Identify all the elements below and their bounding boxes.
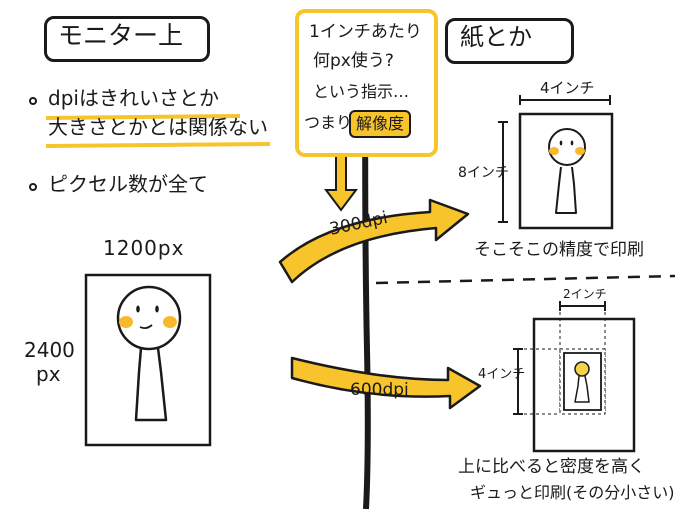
paper-title: 紙とか — [460, 23, 532, 51]
arrow-300dpi — [278, 198, 470, 284]
paper-300-width: 4インチ — [540, 79, 595, 97]
callout-arrow — [324, 149, 358, 212]
monitor-height-label-2: px — [36, 362, 61, 386]
paper-600-caption-2: ギュっと印刷(その分小さい) — [470, 483, 675, 502]
bullet-dot-2 — [29, 183, 37, 191]
center-note-line3: という指示… — [313, 82, 410, 101]
underline-2 — [45, 142, 271, 148]
bullet-dot-1 — [29, 97, 37, 105]
center-note-highlight: 解像度 — [349, 110, 412, 138]
paper-600-caption-1: 上に比べると密度を高く — [458, 457, 645, 477]
center-note-line4-prefix: つまり — [304, 113, 353, 132]
bullet1-line2: 大きさとかとは関係ない — [48, 115, 268, 139]
paper-300-height: 8インチ — [458, 165, 509, 181]
monitor-title-box — [44, 16, 210, 62]
paper-600-width: 2インチ — [563, 287, 607, 301]
paper-300-caption: そこそこの精度で印刷 — [474, 240, 644, 260]
bullet1-line1: dpiはきれいさとか — [48, 86, 219, 110]
arrow-600-label: 600dpi — [350, 380, 409, 400]
figure-600 — [574, 361, 590, 403]
underline-1 — [45, 114, 241, 120]
dashed-separator — [375, 274, 676, 285]
figure-monitor — [116, 285, 182, 422]
figure-300 — [548, 128, 586, 214]
paper-title-box — [445, 18, 574, 64]
monitor-height-label-1: 2400 — [24, 338, 75, 362]
center-note-line1: 1インチあたり — [309, 22, 422, 42]
monitor-width-label: 1200px — [103, 236, 185, 260]
monitor-title: モニター上 — [58, 21, 184, 50]
paper-600-height: 4インチ — [478, 367, 526, 382]
bullet2: ピクセル数が全て — [48, 172, 208, 196]
arrow-600dpi — [290, 356, 482, 410]
center-note-line2: 何px使う? — [313, 51, 394, 71]
